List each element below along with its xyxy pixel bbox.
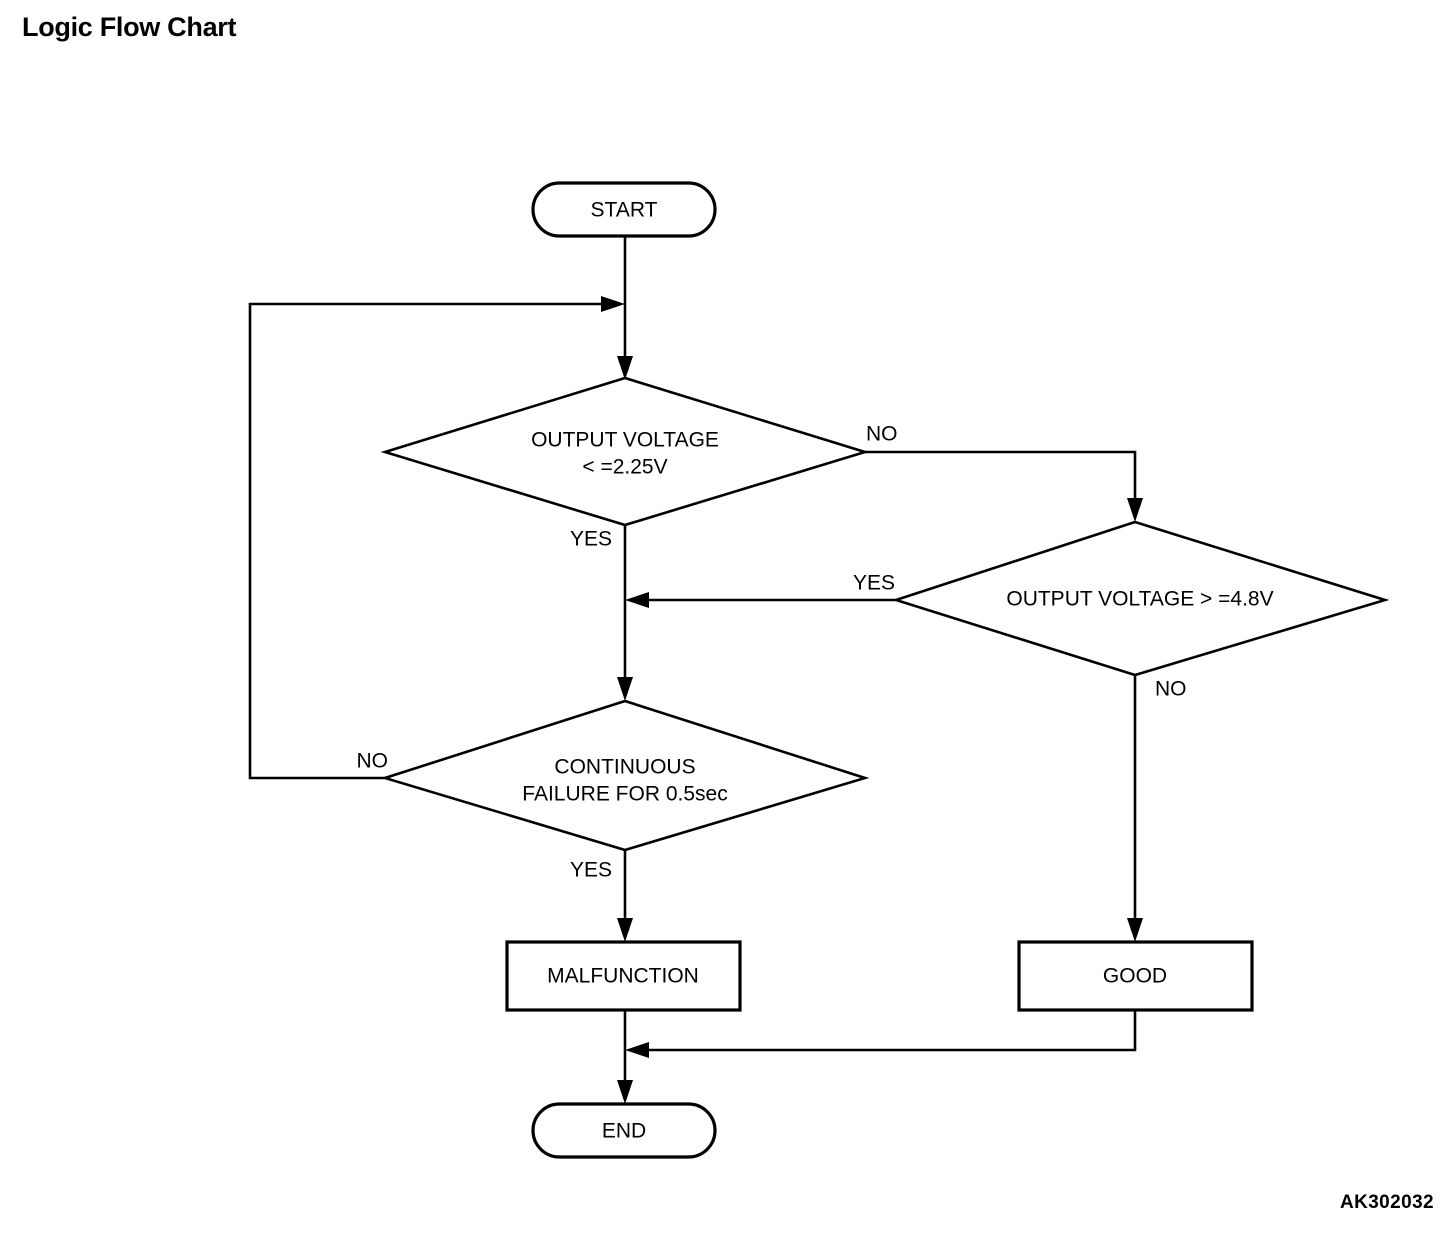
edge-malfunction-to-end xyxy=(617,1010,633,1104)
edge-decision3-no-feedback-loop xyxy=(248,296,625,780)
node-end-label: END xyxy=(602,1120,646,1143)
node-good[interactable]: GOOD xyxy=(1017,940,1254,1012)
page-title: Logic Flow Chart xyxy=(22,12,237,42)
image-code-watermark: AK302032 xyxy=(1339,1192,1434,1213)
edge-label-decision1-no: NO xyxy=(866,423,898,446)
node-start-label: START xyxy=(591,199,658,222)
node-decision2-line1: OUTPUT VOLTAGE > =4.8V xyxy=(1006,588,1273,611)
node-decision-output-voltage-high[interactable]: OUTPUT VOLTAGE > =4.8V xyxy=(891,520,1390,677)
node-end[interactable]: END xyxy=(531,1102,717,1159)
edge-decision2-yes-to-main xyxy=(625,592,896,608)
edge-decision1-yes-to-decision3 xyxy=(617,525,633,701)
node-good-label: GOOD xyxy=(1103,965,1167,988)
edge-label-decision2-yes: YES xyxy=(853,572,895,595)
edge-decision2-no-to-good xyxy=(1127,675,1143,942)
node-decision-output-voltage-low[interactable]: OUTPUT VOLTAGE < =2.25V xyxy=(380,376,870,527)
edge-decision3-yes-to-malfunction xyxy=(617,850,633,942)
node-malfunction[interactable]: MALFUNCTION xyxy=(505,940,742,1012)
edge-label-decision2-no: NO xyxy=(1155,678,1187,701)
node-malfunction-label: MALFUNCTION xyxy=(547,965,699,988)
edge-label-decision1-yes: YES xyxy=(570,528,612,551)
edge-start-to-decision1 xyxy=(617,236,633,380)
edge-label-decision3-yes: YES xyxy=(570,859,612,882)
edge-good-to-end xyxy=(625,1010,1137,1058)
node-decision3-line1: CONTINUOUS xyxy=(554,756,695,779)
node-start[interactable]: START xyxy=(531,181,717,238)
node-decision-continuous-failure[interactable]: CONTINUOUS FAILURE FOR 0.5sec xyxy=(380,699,870,852)
node-decision1-line1: OUTPUT VOLTAGE xyxy=(531,429,719,452)
node-decision1-line2: < =2.25V xyxy=(582,456,667,479)
edge-decision1-no-to-decision2 xyxy=(865,450,1143,522)
edge-label-decision3-no: NO xyxy=(357,750,389,773)
node-decision3-line2: FAILURE FOR 0.5sec xyxy=(522,783,727,806)
